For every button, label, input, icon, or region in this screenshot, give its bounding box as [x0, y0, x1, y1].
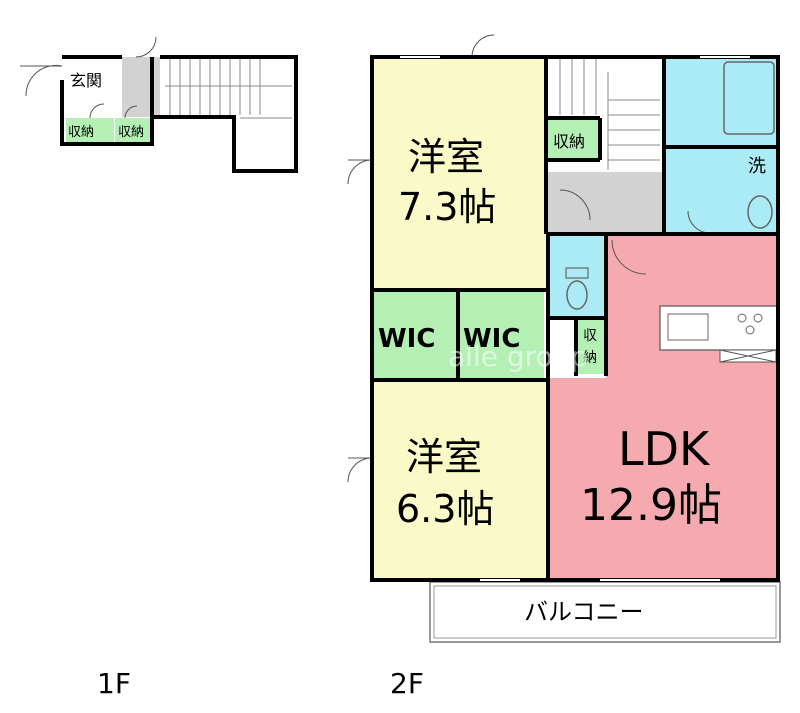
walls-1f [60, 55, 298, 173]
bedroom-2 [372, 380, 548, 580]
bathroom [666, 57, 778, 147]
entrance-hall [122, 57, 160, 117]
wic-1-label: WIC [378, 324, 435, 354]
balcony-label: バルコニー [524, 598, 644, 626]
storage-2f-ldk [578, 318, 604, 374]
bedroom-1-size: 7.3帖 [398, 185, 496, 229]
ldk-size: 12.9帖 [580, 480, 722, 531]
storage-2f-hall [546, 118, 598, 160]
kitchen-sink-icon [667, 313, 709, 341]
doors-2f [347, 34, 711, 483]
washroom-label: 洗 [748, 156, 766, 177]
walls-2f [370, 55, 780, 582]
hallway-2f [548, 172, 664, 234]
ldk-name: LDK [618, 422, 711, 476]
bathtub [723, 61, 775, 135]
storage-1f-right-label: 収納 [118, 125, 144, 140]
entrance-label: 玄関 [70, 71, 102, 90]
floor-2-label: 2F [390, 667, 424, 700]
stove-icon [737, 313, 763, 335]
storage-2f-hall-label: 収納 [553, 132, 585, 151]
entrance-door [25, 64, 63, 97]
staircase-2f [548, 57, 664, 117]
washroom [666, 147, 778, 233]
floor-1-plan [20, 36, 298, 173]
storage-2f-ldk-label-top: 収 [583, 328, 597, 344]
watermark: alle group [448, 340, 588, 373]
sink-icon [747, 195, 773, 229]
wic-2-label: WIC [463, 324, 520, 354]
bedroom-2-name: 洋室 [406, 435, 482, 479]
staircase-1f [165, 57, 292, 119]
bedroom-1-name: 洋室 [408, 135, 484, 179]
bedroom-2-size: 6.3帖 [396, 487, 494, 531]
toilet-icon [566, 280, 588, 310]
kitchen-counter [659, 305, 779, 351]
toilet-room [550, 236, 604, 316]
storage-1f-left-label: 収納 [68, 125, 94, 140]
storage-2f-ldk-label-bottom: 納 [583, 350, 597, 366]
storage-1f-right [115, 118, 151, 142]
bedroom-1 [372, 57, 546, 290]
floor-1-label: 1F [97, 667, 131, 700]
storage-1f-left [66, 118, 114, 142]
wic-1 [374, 292, 457, 378]
wic-2 [460, 292, 544, 378]
floor-2-plan [347, 34, 781, 643]
